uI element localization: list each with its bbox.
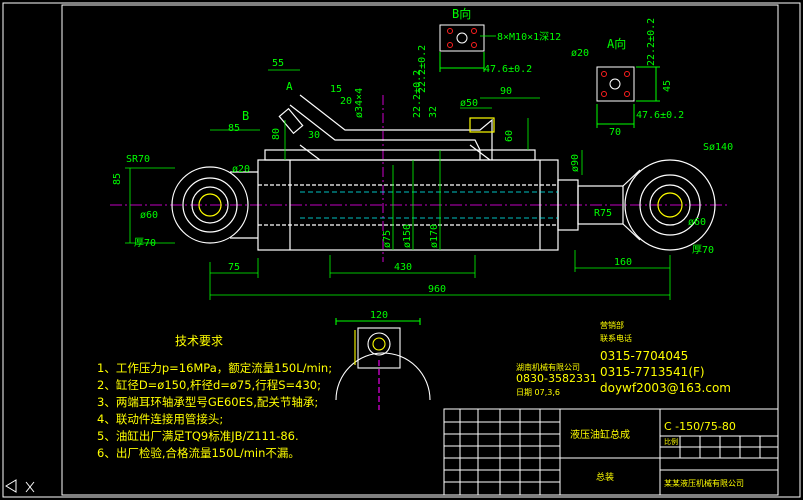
tech-item-4: 4、联动件连接用管接头;	[97, 412, 223, 426]
tech-item-3: 3、两端耳环轴承型号GE60ES,配关节轴承;	[97, 395, 318, 409]
dim-55: 55	[272, 58, 284, 69]
title-block	[443, 408, 779, 496]
contact-phone-2: 0315-7713541(F)	[600, 365, 705, 379]
contact-left-phone: 0830-3582331	[516, 372, 597, 385]
view-b-width-dim: 47.6±0.2	[484, 64, 532, 75]
view-a-45-dim: 45	[662, 80, 673, 92]
view-b-center-hole	[456, 32, 468, 44]
view-a-hole-dim: ø20	[571, 48, 589, 59]
contact-right-title: 营销部	[600, 320, 624, 330]
main-dimension-lines	[125, 69, 671, 300]
right-rod-eye	[622, 159, 716, 251]
dim-15: 15	[330, 84, 342, 95]
length-75: 75	[228, 262, 240, 273]
section-view	[335, 318, 431, 410]
cylinder-barrel	[257, 149, 624, 251]
view-a-height-dim: 22.2±0.2	[646, 18, 657, 66]
dim-75-rod: ø75	[382, 230, 393, 248]
view-b-label: B向	[452, 6, 471, 21]
piston-rod-hidden	[300, 191, 558, 219]
dim-50: ø50	[460, 98, 478, 109]
dim-85-left: 85	[112, 173, 123, 185]
tech-title: 技术要求	[175, 334, 223, 348]
section-120-dim: 120	[370, 310, 388, 321]
contact-right-sub: 联系电话	[600, 333, 632, 343]
dim-150-bore: ø150	[402, 224, 413, 248]
dim-22-2: 22.2±0.2	[412, 70, 423, 118]
length-960: 960	[428, 284, 446, 295]
view-a-center-hole	[609, 78, 621, 90]
view-b-flange	[439, 24, 485, 52]
label-a: A	[286, 80, 293, 93]
length-430: 430	[394, 262, 412, 273]
view-a-flange	[596, 66, 635, 102]
tech-requirements: 1、工作压力p=16MPa，额定流量150L/min; 2、缸径D=ø150,杆…	[97, 361, 332, 460]
contact-info: 湖南机械有限公司 0830-3582331 日期 07,3,6 营销部 联系电话…	[516, 320, 731, 397]
view-b-height-dim: 22.2±0.2	[417, 45, 428, 93]
ucs-axis-icon	[5, 479, 35, 493]
dim-85-top: 85	[228, 123, 240, 134]
view-a-width-dim: 47.6±0.2	[636, 110, 684, 121]
titleblock-company: 某某液压机械有限公司	[664, 478, 744, 488]
s140: Sø140	[703, 142, 733, 153]
oil-pipe	[278, 94, 495, 161]
view-b	[439, 24, 485, 72]
dim-30: 30	[308, 130, 320, 141]
width-70-left: 厚70	[134, 237, 156, 249]
contact-left-date: 日期 07,3,6	[516, 388, 560, 397]
dim-60-vertical: 60	[504, 130, 515, 142]
dim-80: 80	[271, 128, 282, 140]
tech-item-6: 6、出厂检验,合格流量150L/min不漏。	[97, 446, 300, 460]
titleblock-name: 液压油缸总成	[570, 428, 630, 441]
dim-34x4: ø34×4	[354, 88, 365, 118]
dim-60-left: ø60	[140, 210, 158, 221]
view-a-label: A向	[607, 36, 626, 51]
tech-item-2: 2、缸径D=ø150,杆径d=ø75,行程S=430;	[97, 378, 321, 392]
drawing-border	[61, 4, 779, 496]
titleblock-code: C -150/75-80	[664, 420, 736, 433]
dim-170-outer: ø170	[429, 224, 440, 248]
dim-20: 20	[340, 96, 352, 107]
dim-90-right: ø90	[570, 154, 581, 172]
view-a	[596, 66, 660, 128]
titleblock-material: 比例	[664, 437, 678, 446]
label-b: B	[242, 109, 249, 123]
view-b-bolt-spec: 8×M10×1深12	[497, 31, 561, 43]
tech-item-5: 5、油缸出厂满足TQ9标准JB/Z111-86.	[97, 429, 299, 443]
dim-60-right: ø60	[688, 217, 706, 228]
contact-phone-1: 0315-7704045	[600, 349, 688, 363]
contact-email: doywf2003@163.com	[600, 381, 731, 395]
tech-item-1: 1、工作压力p=16MPa，额定流量150L/min;	[97, 361, 332, 375]
dim-32: 32	[428, 106, 439, 118]
left-rod-eye	[171, 166, 258, 244]
contact-left-title: 湖南机械有限公司	[516, 362, 580, 372]
length-160: 160	[614, 257, 632, 268]
dim-90: 90	[500, 86, 512, 97]
sr70: SR70	[126, 154, 150, 165]
dim-20-hole: ø20	[232, 164, 250, 175]
titleblock-part: 总装	[596, 471, 614, 483]
view-a-70-dim: 70	[609, 127, 621, 138]
r75: R75	[594, 208, 612, 219]
width-70-right: 厚70	[692, 244, 714, 256]
